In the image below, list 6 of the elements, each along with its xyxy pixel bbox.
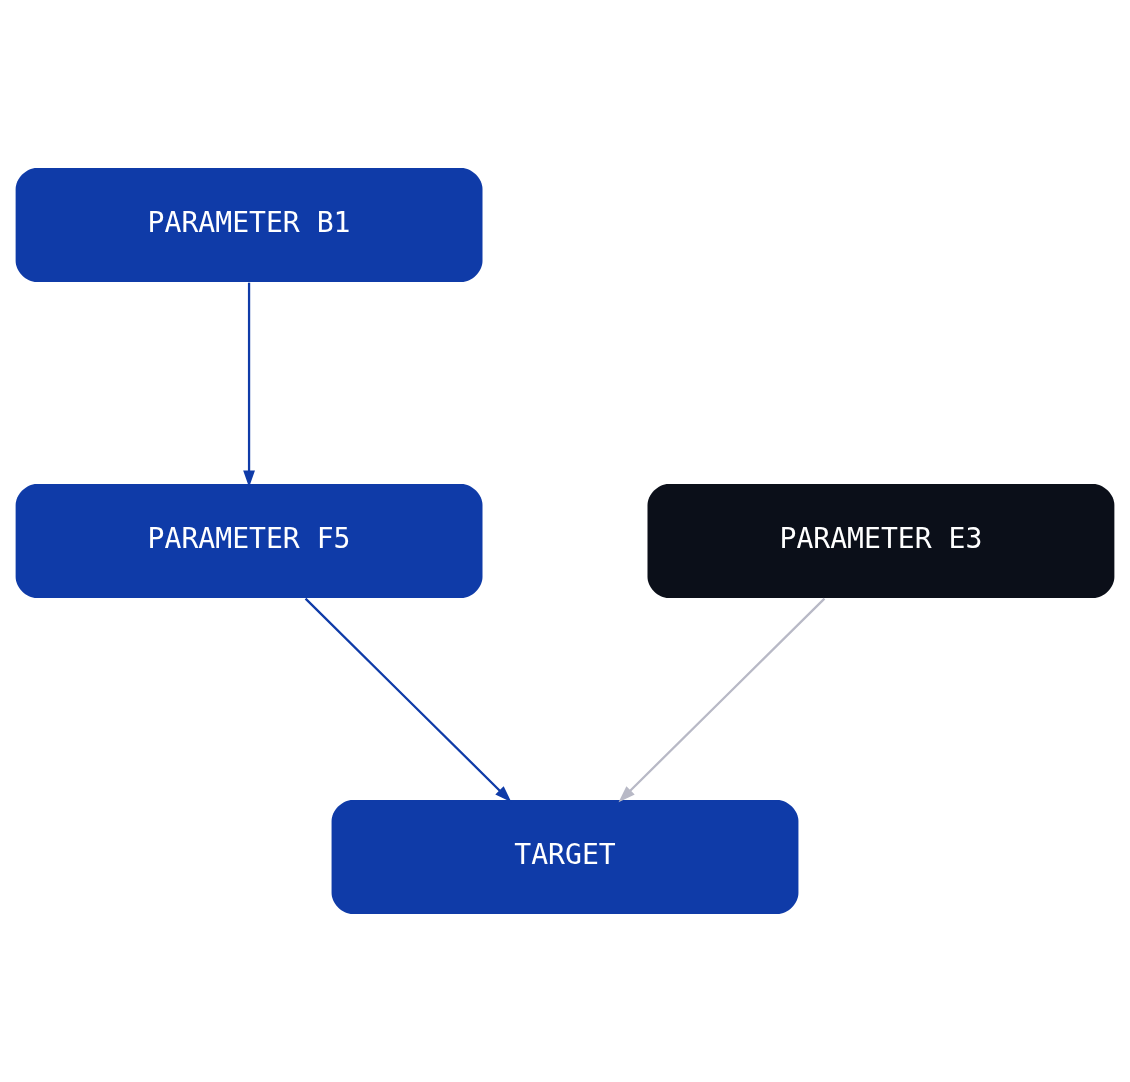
node-box: PARAMETER B1 — [15, 168, 483, 283]
arrow — [618, 597, 826, 803]
arrow — [304, 597, 512, 803]
node-box: PARAMETER F5 — [15, 483, 483, 599]
node-box: TARGET — [331, 799, 799, 914]
node-box: PARAMETER E3 — [647, 483, 1115, 599]
